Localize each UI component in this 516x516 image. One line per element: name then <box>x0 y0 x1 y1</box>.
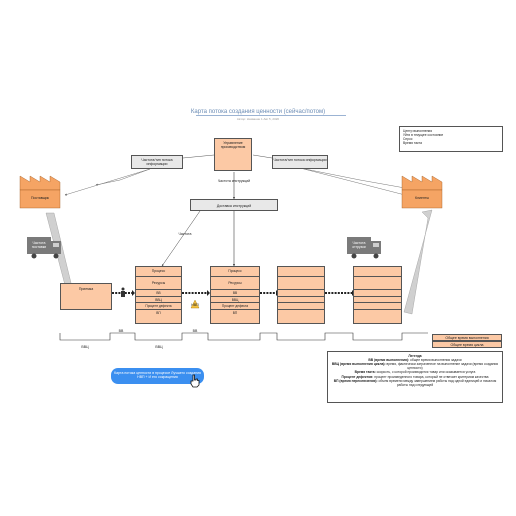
legend-desc: скорость, с которой производится товар и… <box>376 370 476 375</box>
production-control-box: Управление производством <box>214 138 252 171</box>
process-title: Процесс <box>228 269 242 273</box>
legend-term: Время такта: <box>354 370 376 375</box>
process-resources: Ресурсы <box>211 276 259 289</box>
legend-box: Легенда ВВ (время выполнения): общее вре… <box>327 351 503 403</box>
process-box-1: Процесс Ресурсы ВВ ВВЦ Процент дефекта В… <box>135 266 182 324</box>
legend-desc: время, фактически затраченное на выполне… <box>386 362 499 371</box>
legend-term: ВВЦ (время выполнения цикла): <box>331 362 386 367</box>
legend-desc: процент произведенного товара, который н… <box>374 374 489 379</box>
line-info-customer <box>299 167 406 189</box>
info-flow-left: Частота/тип потока информации <box>131 155 183 169</box>
truck-right-icon <box>347 237 381 259</box>
process-resources <box>278 276 324 289</box>
shipping-arrow <box>403 209 433 315</box>
process-row-co <box>278 308 324 316</box>
process-row-vlt: ВВЦ <box>136 295 181 303</box>
process-row-lt: ВВ <box>211 289 259 296</box>
process-box-4 <box>353 266 402 324</box>
line-info-supplier-2 <box>64 168 151 196</box>
summary-line-3: Спрос <box>403 137 413 142</box>
process-row-defect: Процент дефекта <box>211 302 259 309</box>
line-control-info-left <box>182 154 215 159</box>
process-box-2: Процесс Ресурсы ВВ ВВЦ Процент дефекта В… <box>210 266 260 324</box>
timeline-top-label-2: ВВ <box>192 329 198 333</box>
timeline-top-label-1: ВВ <box>118 329 124 333</box>
process-title <box>278 267 324 276</box>
process-row-lt <box>278 289 324 296</box>
summary-line-2: Уйти в текущее состояние <box>403 133 444 138</box>
vsm-link-label: Карта потока ценности в процессе Лучшего… <box>114 371 201 380</box>
total-cycle-time-box: Общее время цикла <box>432 341 502 348</box>
inventory-triangle <box>190 299 200 309</box>
process-resources <box>354 276 401 289</box>
legend-item-4: Процент дефектов: процент произведенного… <box>331 375 499 379</box>
supplier-factory-icon <box>19 175 61 209</box>
production-control-label: Управление производством <box>220 141 246 150</box>
legend-title: Легенда <box>408 354 422 358</box>
summary-line-4: Время такта <box>403 141 422 146</box>
legend-item-5: ВП (время переключения): объем времени м… <box>331 379 499 387</box>
legend-item-2: ВВЦ (время выполнения цикла): время, фак… <box>331 362 499 370</box>
process-row-co: ВП <box>211 308 259 316</box>
summary-line-1: Центр выполнения <box>403 129 433 133</box>
process-box-3 <box>277 266 325 324</box>
info-flow-right: Частота/тип потока информации <box>272 155 328 169</box>
process-row-lt: ВВ <box>136 289 181 296</box>
process-row-vlt <box>354 295 401 303</box>
legend-desc: объем времени между завершением работы н… <box>378 378 497 387</box>
customer-label: Клиенты <box>414 196 430 200</box>
process-title: Процесс <box>151 269 166 273</box>
timeline <box>59 332 428 341</box>
legend-desc: общее время выполнения задачи <box>410 358 462 363</box>
process-row-co <box>354 308 401 316</box>
process-row-vlt: ВВЦ <box>211 295 259 303</box>
customer-factory-icon <box>401 175 443 209</box>
process-row-defect: Процент дефекта <box>136 302 181 309</box>
timeline-bottom-label-1: ВВЦ <box>81 345 89 349</box>
legend-term: ВП (время переключения): <box>333 378 378 383</box>
process-row-lt <box>354 289 401 296</box>
legend-item-3: Время такта: скорость, с которой произво… <box>331 370 499 374</box>
nvp-label: НВП <box>191 303 199 307</box>
timeline-bottom-label-2: ВВЦ <box>155 345 163 349</box>
process-title <box>354 267 401 276</box>
title-underline <box>196 115 346 116</box>
line-info-supplier <box>95 168 151 186</box>
supplier-label: Поставщик <box>31 196 49 200</box>
legend-term: ВВ (время выполнения): <box>368 358 410 363</box>
process-row-defect <box>278 302 324 309</box>
line-control-info-right <box>252 154 273 159</box>
process-row-defect <box>354 302 401 309</box>
hand-cursor-icon <box>190 374 200 388</box>
operator-icon <box>121 287 125 297</box>
line-info-customer-2 <box>299 167 406 196</box>
process-row-co: ВП <box>136 308 181 316</box>
vsm-link-button[interactable]: Карта потока ценности в процессе Лучшего… <box>111 368 204 384</box>
total-lead-time-box: Общее время выполнения <box>432 334 502 341</box>
summary-box: Центр выполнения Уйти в текущее состояни… <box>399 126 503 152</box>
page-subtitle: Автор: Название 1 Авг 5, 2020 <box>236 117 280 121</box>
process-row-vlt <box>278 295 324 303</box>
line-instr-process1 <box>161 210 201 267</box>
page-title: Карта потока создания ценности (сейчас/п… <box>190 109 326 115</box>
legend-term: Процент дефектов: <box>341 374 374 379</box>
frequency-label: Частота инструкций <box>217 179 251 183</box>
process-resources: Ресурсы <box>136 276 181 289</box>
truck-right-label: Частота отгрузки <box>352 241 366 250</box>
receiving-box: Приемка <box>60 283 112 310</box>
instructions-box: Доставка инструкций <box>190 199 278 211</box>
truck-left-icon <box>27 237 61 259</box>
truck-left-label: Частота поставки <box>31 241 47 250</box>
legend-item-1: ВВ (время выполнения): общее время выпол… <box>331 358 499 362</box>
frequency-label-2: Частота <box>178 232 192 236</box>
